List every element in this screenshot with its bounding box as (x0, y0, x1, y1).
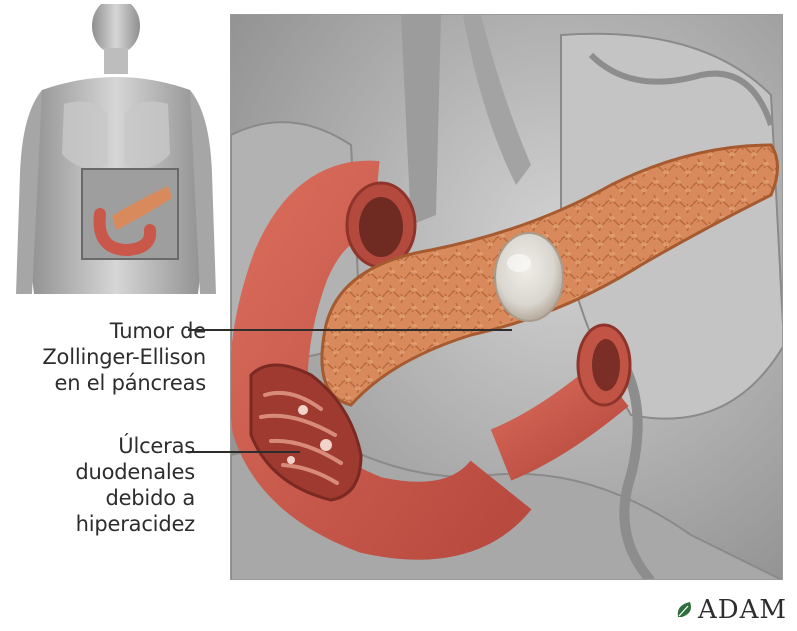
ulcer-label-line-4: hiperacidez (30, 511, 195, 537)
brand-name: ADAM (698, 595, 787, 625)
ulcer-label-line-3: debido a (30, 485, 195, 511)
ulcer-label: Úlceras duodenales debido a hiperacidez (30, 433, 195, 537)
tumor-label-line-1: Tumor de (10, 318, 206, 344)
ulcer-label-line-1: Úlceras (30, 433, 195, 459)
pancreas-illustration (230, 14, 783, 580)
leaf-icon (674, 599, 696, 621)
head-shape (92, 4, 140, 54)
body-silhouette-inset (12, 4, 220, 294)
tumor-label: Tumor de Zollinger-Ellison en el páncrea… (10, 318, 206, 396)
tumor-mass (495, 233, 563, 321)
ulcer-spot (287, 456, 295, 464)
tumor-label-line-3: en el páncreas (10, 370, 206, 396)
ulcer-spot (320, 439, 332, 451)
ulcer-spot (298, 405, 308, 415)
ulcer-label-line-2: duodenales (30, 459, 195, 485)
tumor-label-line-2: Zollinger-Ellison (10, 344, 206, 370)
adam-logo: ADAM (674, 595, 787, 625)
